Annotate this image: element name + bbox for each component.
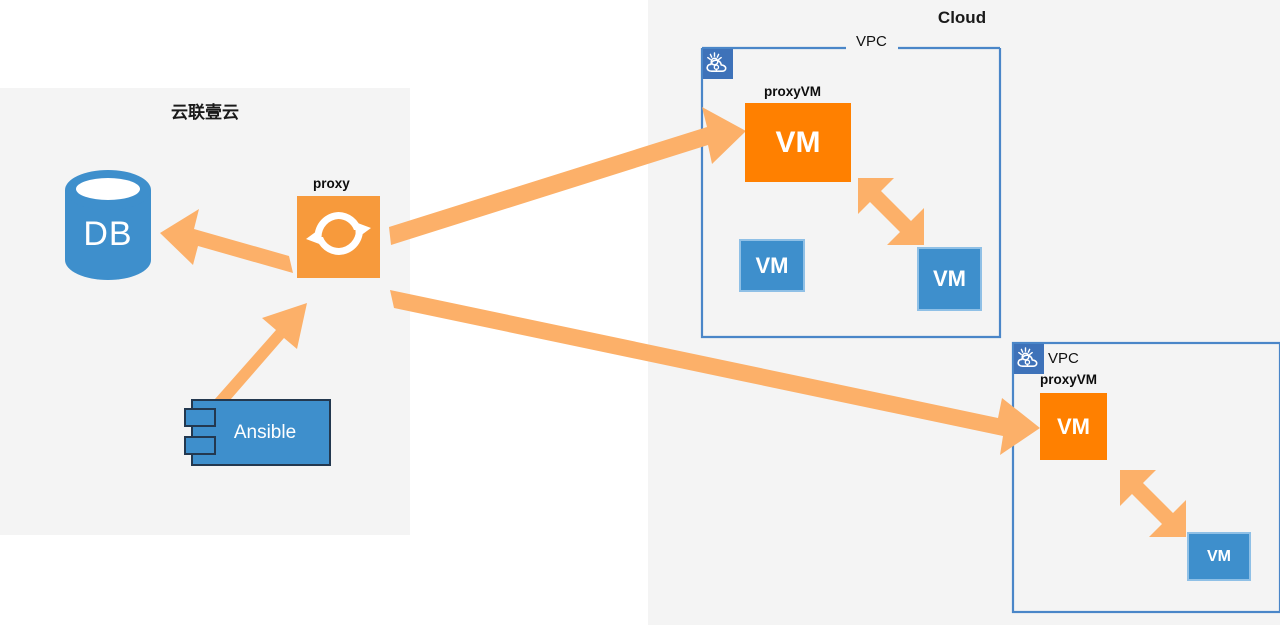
arrow-proxy-to-proxyvm2: [390, 290, 1040, 455]
vpc-container-1: [700, 46, 1002, 339]
vm-node-vpc1-a[interactable]: [739, 239, 805, 292]
proxyvm-label-2: proxyVM: [1040, 372, 1098, 387]
proxy-label: proxy: [313, 176, 350, 191]
vm-node-vpc2-a[interactable]: [1187, 532, 1251, 581]
database-node[interactable]: [65, 170, 151, 280]
arrow-proxyvm2-to-vm: [1120, 470, 1186, 537]
proxyvm-node-1[interactable]: [745, 103, 851, 182]
proxy-node[interactable]: [297, 196, 380, 278]
arrow-proxy-to-db: [160, 209, 293, 273]
vpc-container-2: [1011, 341, 1280, 614]
onprem-panel-title: 云联壹云: [171, 103, 239, 122]
cloud-vpc-icon: [702, 48, 734, 80]
proxyvm-node-2[interactable]: [1040, 393, 1107, 460]
sync-arrows-icon: [306, 212, 371, 255]
vpc-label-2: VPC: [1048, 350, 1079, 367]
vm-node-vpc1-b[interactable]: [917, 247, 982, 311]
arrow-proxy-to-proxyvm1: [389, 107, 746, 245]
cloud-panel-title: Cloud: [937, 8, 987, 27]
ansible-node[interactable]: [184, 399, 331, 466]
proxyvm-label-1: proxyVM: [764, 84, 822, 99]
arrow-ansible-to-proxy: [215, 303, 307, 407]
arrow-proxyvm1-to-vm: [858, 178, 924, 245]
vpc-label-1: VPC: [852, 33, 891, 50]
cloud-vpc-icon: [1013, 343, 1045, 375]
